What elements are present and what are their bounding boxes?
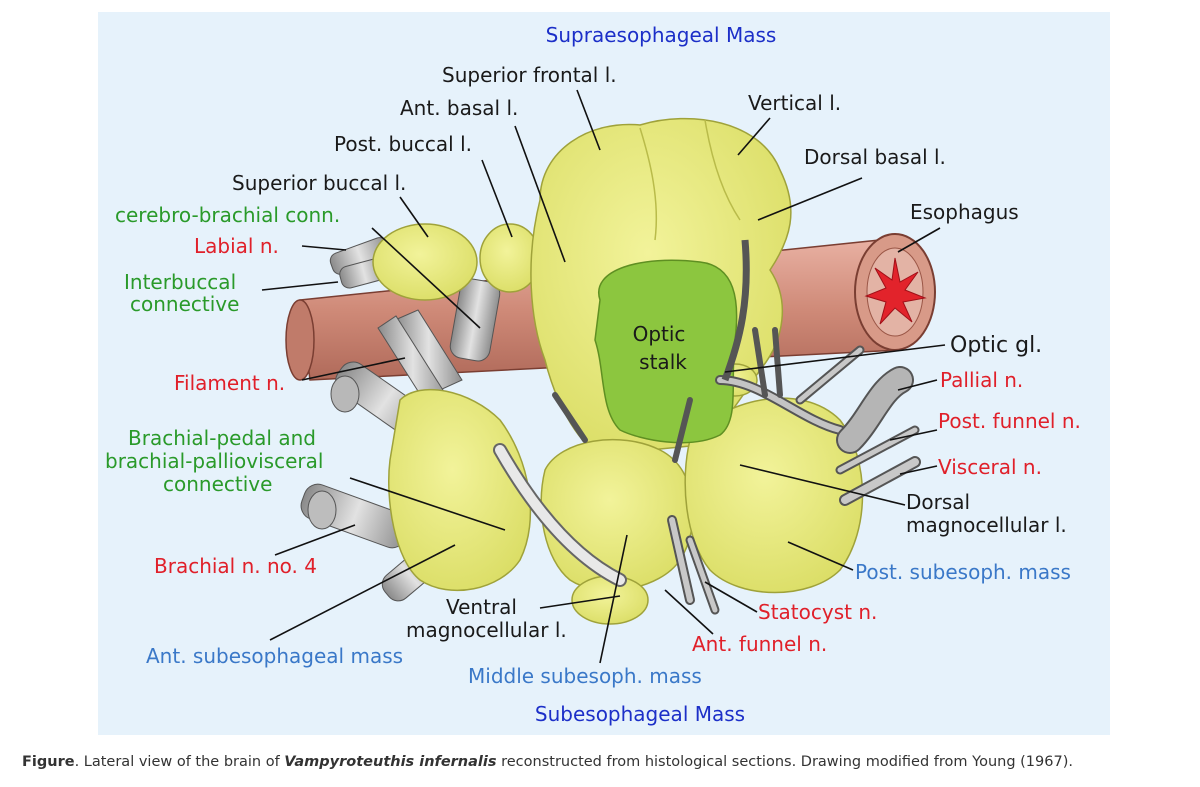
label-post-subesoph: Post. subesoph. mass bbox=[855, 560, 1071, 584]
label-ventral-magno-1: Ventral bbox=[446, 595, 517, 619]
label-labial-n: Labial n. bbox=[194, 234, 279, 258]
label-ant-subesoph: Ant. subesophageal mass bbox=[146, 644, 403, 668]
label-ant-basal: Ant. basal l. bbox=[400, 96, 518, 120]
label-middle-subesoph: Middle subesoph. mass bbox=[468, 664, 702, 688]
label-post-buccal: Post. buccal l. bbox=[334, 132, 472, 156]
label-ventral-magno-2: magnocellular l. bbox=[406, 618, 567, 642]
optic-stalk bbox=[594, 259, 738, 444]
label-superior-frontal: Superior frontal l. bbox=[442, 63, 617, 87]
figure-caption: Figure. Lateral view of the brain of Vam… bbox=[22, 754, 1192, 770]
label-pallial-n: Pallial n. bbox=[940, 368, 1023, 392]
label-brachial-pedal-1: Brachial-pedal and bbox=[128, 426, 316, 450]
label-post-funnel-n: Post. funnel n. bbox=[938, 409, 1081, 433]
label-esophagus: Esophagus bbox=[910, 200, 1019, 224]
label-superior-buccal: Superior buccal l. bbox=[232, 171, 406, 195]
label-brachial-n4: Brachial n. no. 4 bbox=[154, 554, 317, 578]
label-filament-n: Filament n. bbox=[174, 371, 285, 395]
label-subesophageal-mass: Subesophageal Mass bbox=[535, 702, 745, 726]
label-interbuccal-2: connective bbox=[130, 292, 239, 316]
label-vertical: Vertical l. bbox=[748, 91, 841, 115]
brain-diagram: Supraesophageal Mass Superior frontal l.… bbox=[105, 23, 1081, 726]
labels: Supraesophageal Mass Superior frontal l.… bbox=[105, 23, 1081, 726]
label-dorsal-magno-2: magnocellular l. bbox=[906, 513, 1067, 537]
caption-text-2: reconstructed from histological sections… bbox=[496, 754, 1073, 770]
label-brachial-pedal-2: brachial-palliovisceral bbox=[105, 449, 323, 473]
figure-panel: Supraesophageal Mass Superior frontal l.… bbox=[98, 12, 1110, 735]
label-brachial-pedal-3: connective bbox=[163, 472, 272, 496]
label-interbuccal-1: Interbuccal bbox=[124, 270, 236, 294]
label-optic-stalk-1: Optic bbox=[633, 322, 686, 346]
caption-lead: Figure bbox=[22, 754, 75, 770]
label-statocyst-n: Statocyst n. bbox=[758, 600, 877, 624]
label-dorsal-basal: Dorsal basal l. bbox=[804, 145, 946, 169]
label-dorsal-magno-1: Dorsal bbox=[906, 490, 970, 514]
superior-buccal-lobe bbox=[372, 223, 478, 301]
ant-subesophageal-mass bbox=[388, 388, 532, 592]
leader-lines bbox=[261, 89, 946, 664]
label-cerebro-brachial: cerebro-brachial conn. bbox=[115, 203, 340, 227]
caption-species: Vampyroteuthis infernalis bbox=[284, 754, 497, 770]
label-supraesophageal-mass: Supraesophageal Mass bbox=[546, 23, 777, 47]
label-ant-funnel-n: Ant. funnel n. bbox=[692, 632, 827, 656]
caption-text-1: . Lateral view of the brain of bbox=[74, 754, 285, 770]
label-visceral-n: Visceral n. bbox=[938, 455, 1042, 479]
label-optic-stalk-2: stalk bbox=[639, 350, 687, 374]
label-optic-gl: Optic gl. bbox=[950, 333, 1042, 358]
middle-subesophageal-mass bbox=[540, 438, 694, 592]
